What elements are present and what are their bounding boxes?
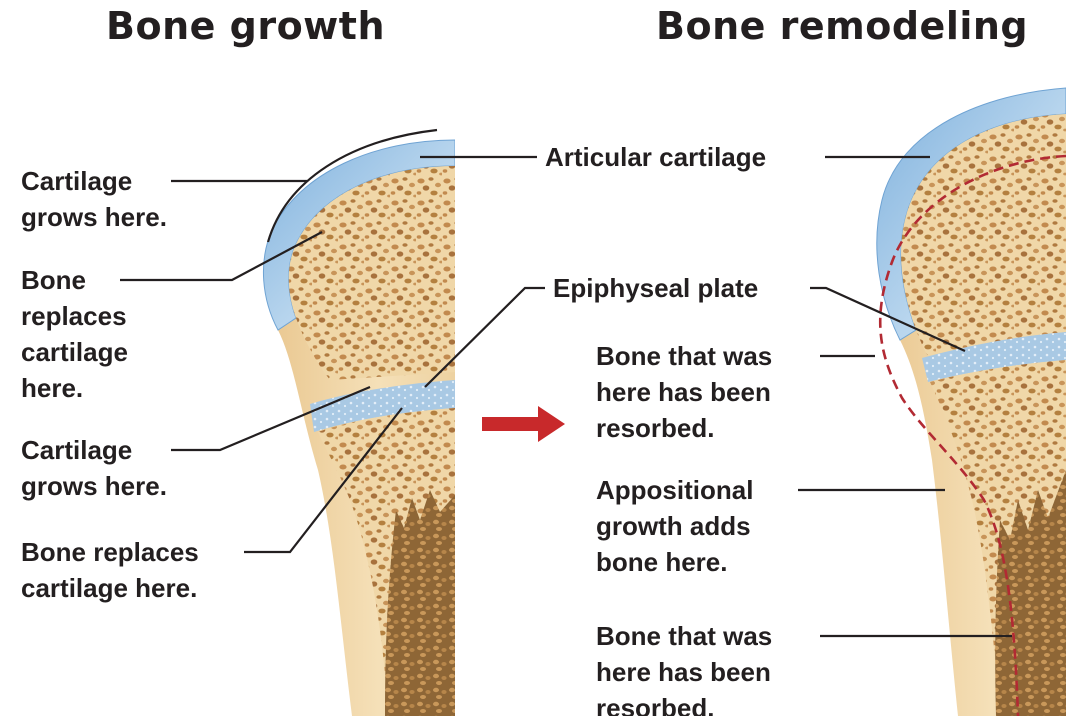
label-cartilage-grows-top: Cartilage grows here. [21,166,167,232]
label-bone-replaces-plate: Bone replaces cartilage here. [21,537,199,603]
leader-bone-replaces-top [120,231,323,282]
leader-lines [120,155,1012,638]
bone-growth-title: Bone growth [106,4,385,48]
leader-cartilage-grows-plate [171,385,371,452]
right-medullary-cavity [995,470,1066,716]
cartilage-growth-arc [266,128,438,243]
label-appositional-growth: Appositional growth adds bone here. [596,475,754,577]
right-arrow-icon [482,406,565,442]
leader-bone-replaces-plate [244,407,403,554]
growing-bone [263,139,455,716]
right-epiphysis-spongy [901,114,1066,356]
bone-remodeling-title: Bone remodeling [656,4,1029,48]
label-cartilage-grows-plate: Cartilage grows here. [21,435,167,501]
label-bone-replaces-top: Bone replaces cartilage here. [21,265,128,403]
label-resorbed-upper: Bone that was here has been resorbed. [596,341,773,443]
label-resorbed-lower: Bone that was here has been resorbed. [596,621,773,716]
left-epiphyseal-plate [310,380,455,432]
leader-epiphyseal-plate-left [424,286,545,388]
left-epiphysis-spongy [288,166,455,380]
right-epiphyseal-plate [922,332,1066,382]
left-medullary-cavity [385,490,455,716]
leader-epiphyseal-plate-right [810,286,966,353]
label-articular-cartilage: Articular cartilage [545,142,767,172]
remodeled-bone [876,87,1066,716]
label-epiphyseal-plate: Epiphyseal plate [553,273,759,303]
original-outline-dashed [878,154,1066,716]
